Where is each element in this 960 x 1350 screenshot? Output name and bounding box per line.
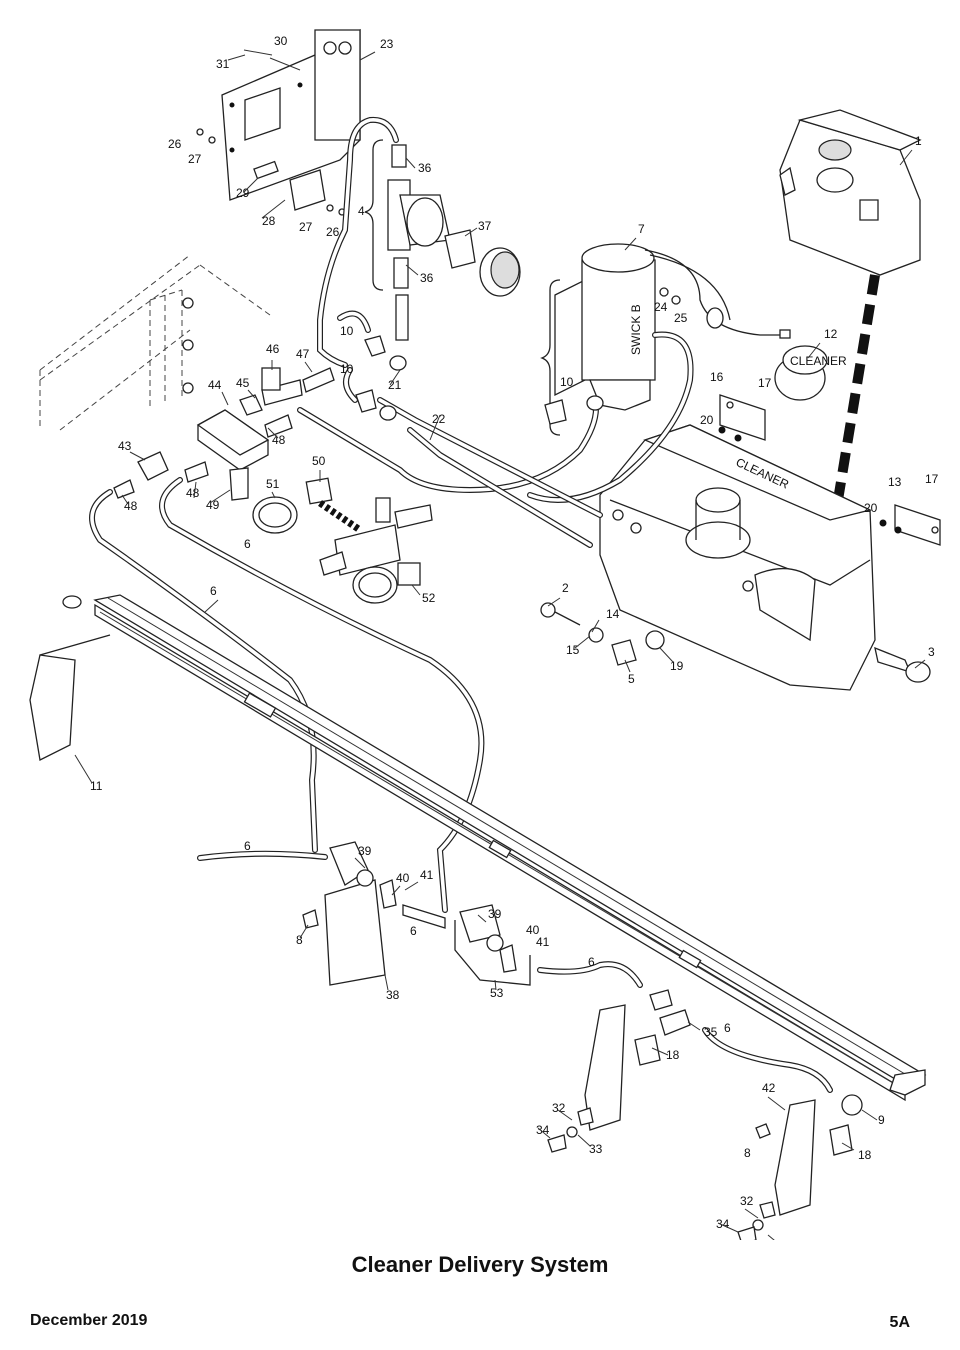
exploded-parts-diagram: SWICK B CLEANER CLEANER [29, 28, 941, 1240]
callout-34a: 34 [536, 1123, 550, 1137]
callout-50: 50 [312, 454, 326, 468]
callout-6e: 6 [588, 955, 595, 969]
callout-10a: 10 [340, 324, 354, 338]
callout-13: 13 [888, 475, 902, 489]
callout-47: 47 [296, 347, 310, 361]
callout-40b: 40 [526, 923, 540, 937]
callout-48b: 48 [186, 486, 200, 500]
callout-17b: 17 [925, 472, 939, 486]
callout-11: 11 [90, 779, 103, 793]
callout-20b: 20 [864, 501, 878, 515]
gauge-assembly [252, 477, 433, 604]
callout-26a: 26 [168, 137, 182, 151]
callout-32a: 32 [552, 1101, 566, 1115]
callout-2: 2 [562, 581, 569, 595]
callout-46: 46 [266, 342, 280, 356]
callout-9: 9 [878, 1113, 885, 1127]
callout-26b: 26 [326, 225, 340, 239]
alignment-arrow [833, 274, 880, 501]
lower-fittings [302, 841, 691, 1036]
page-number: 5A [889, 1314, 910, 1331]
callout-18a: 18 [666, 1048, 680, 1062]
machine-frame-outline [39, 254, 271, 431]
callout-48a: 48 [272, 433, 286, 447]
callout-16: 16 [710, 370, 724, 384]
callout-41a: 41 [420, 868, 434, 882]
leader-lines [74, 51, 926, 1240]
callout-20a: 20 [700, 413, 714, 427]
callout-42: 42 [762, 1081, 776, 1095]
callout-36a: 36 [418, 161, 432, 175]
callout-19: 19 [670, 659, 684, 673]
pump-brand-label: SWICK B [629, 304, 643, 355]
callout-33a: 33 [589, 1142, 603, 1156]
callout-8b: 8 [744, 1146, 751, 1160]
diagram-title: Cleaner Delivery System [351, 1252, 609, 1277]
callout-31: 31 [216, 57, 230, 71]
callout-21: 21 [388, 378, 402, 392]
callout-6c: 6 [244, 839, 251, 853]
mounting-bracket [196, 28, 361, 216]
callout-6b: 6 [210, 584, 217, 598]
callout-14: 14 [606, 607, 620, 621]
callout-34b: 34 [716, 1217, 730, 1231]
callout-36b: 36 [420, 271, 434, 285]
callout-7: 7 [638, 222, 645, 236]
callout-27a: 27 [188, 152, 202, 166]
callout-23: 23 [380, 37, 394, 51]
tank-brackets [718, 394, 941, 546]
callout-10c: 10 [560, 375, 574, 389]
callout-10b: 10 [340, 362, 354, 376]
callout-38: 38 [386, 988, 400, 1002]
callout-49: 49 [206, 498, 220, 512]
callout-39b: 39 [488, 907, 502, 921]
callout-41b: 41 [536, 935, 550, 949]
callout-53: 53 [490, 986, 504, 1000]
callout-15: 15 [566, 643, 580, 657]
callout-1: 1 [915, 134, 922, 148]
callout-45: 45 [236, 376, 250, 390]
callout-32b: 32 [740, 1194, 754, 1208]
callout-37: 37 [478, 219, 492, 233]
callout-39a: 39 [358, 844, 372, 858]
callout-8a: 8 [296, 933, 303, 947]
callout-27b: 27 [299, 220, 313, 234]
manifold-assembly [113, 367, 335, 501]
footer-date: December 2019 [30, 1312, 148, 1329]
tank-cap: CLEANER [774, 345, 847, 401]
callout-43: 43 [118, 439, 132, 453]
reservoir-small [779, 109, 922, 276]
spray-bar-brackets [547, 1004, 863, 1240]
drain-valve [874, 646, 931, 683]
callout-12: 12 [824, 327, 838, 341]
callout-28: 28 [262, 214, 276, 228]
callout-6d: 6 [410, 924, 417, 938]
cap-logo: CLEANER [790, 354, 847, 368]
filter-assembly [364, 139, 521, 341]
spray-bar [29, 594, 927, 1102]
elbow-fittings [355, 335, 604, 425]
callout-51: 51 [266, 477, 280, 491]
callout-6f: 6 [724, 1021, 731, 1035]
callout-25: 25 [674, 311, 688, 325]
callout-3: 3 [928, 645, 935, 659]
callout-30: 30 [274, 34, 288, 48]
upper-hoses [297, 116, 694, 548]
callout-52: 52 [422, 591, 436, 605]
tank-outlet-fittings [540, 602, 665, 666]
pump-assembly: SWICK B [540, 243, 791, 436]
callout-24: 24 [654, 300, 668, 314]
callout-6a: 6 [244, 537, 251, 551]
callout-40a: 40 [396, 871, 410, 885]
callout-5: 5 [628, 672, 635, 686]
callout-35: 35 [704, 1025, 718, 1039]
callout-4: 4 [358, 204, 365, 218]
callout-18b: 18 [858, 1148, 872, 1162]
callout-44: 44 [208, 378, 222, 392]
callout-17a: 17 [758, 376, 772, 390]
